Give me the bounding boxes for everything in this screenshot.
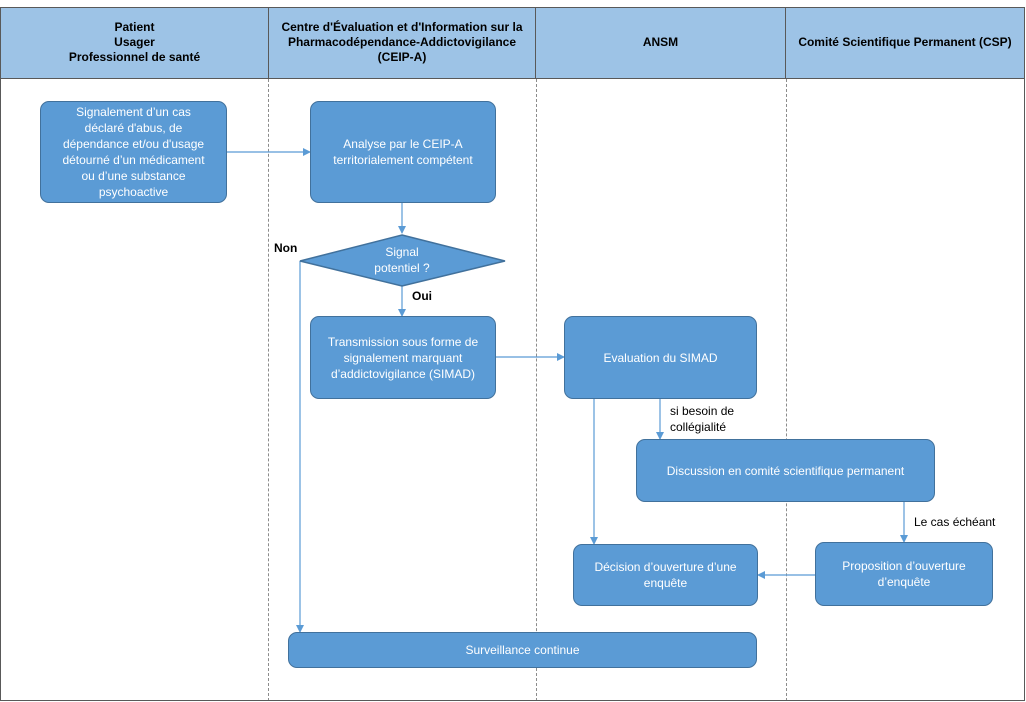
node-decision: Décision d’ouverture d’une enquête: [573, 544, 758, 606]
edge-label-le-cas: Le cas échéant: [914, 515, 996, 529]
lane-separator: [786, 79, 787, 701]
lane-header-ansm: ANSM: [536, 7, 786, 79]
lane-header-ceip-a: Centre d'Évaluation et d'Information sur…: [269, 7, 536, 79]
lane-header-patient: Patient Usager Professionnel de santé: [1, 7, 269, 79]
edge-label-si-besoin: si besoin de collégialité: [670, 404, 735, 434]
node-proposition: Proposition d’ouverture d’enquête: [815, 542, 993, 606]
lane-separator: [536, 79, 537, 701]
decision-diamond: [299, 234, 506, 287]
node-evaluation: Evaluation du SIMAD: [564, 316, 757, 399]
node-signalement: Signalement d’un cas déclaré d'abus, de …: [40, 101, 227, 203]
lane-header-csp: Comité Scientifique Permanent (CSP): [786, 7, 1024, 79]
decision-label: Signal potentiel ?: [374, 245, 430, 275]
edge-label-non: Non: [274, 241, 298, 255]
node-discussion: Discussion en comité scientifique perman…: [636, 439, 935, 502]
node-transmission: Transmission sous forme de signalement m…: [310, 316, 496, 399]
lane-separator: [268, 79, 269, 701]
node-surveillance: Surveillance continue: [288, 632, 757, 668]
node-analyse: Analyse par le CEIP-A territorialement c…: [310, 101, 496, 203]
edge-label-oui: Oui: [412, 289, 432, 303]
